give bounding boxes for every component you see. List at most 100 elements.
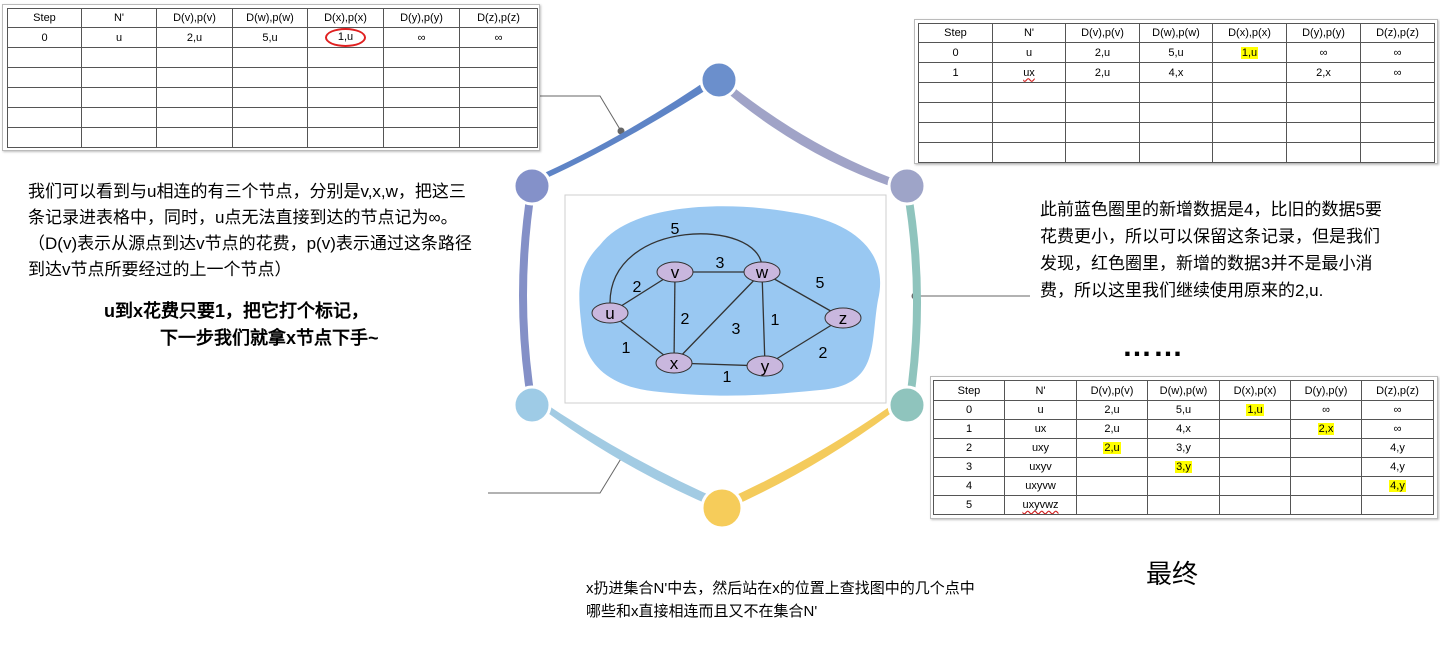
edge-w-y bbox=[761, 271, 766, 367]
edge-v-x bbox=[673, 271, 676, 364]
left-bold-line-1: u到x花费只要1，把它打个标记， bbox=[104, 301, 370, 321]
ellipsis: …… bbox=[1122, 330, 1184, 363]
table-cell: ∞ bbox=[1361, 419, 1434, 439]
table-row: 5 uxyvwz bbox=[933, 495, 1434, 515]
table-row bbox=[918, 122, 1435, 143]
router-x: x bbox=[655, 352, 693, 374]
right-note: 此前蓝色圈里的新增数据是4，比旧的数据5要花费更小，所以可以保留这条记录，但是我… bbox=[1040, 196, 1390, 304]
table-step0-frame: Step N' D(v),p(v) D(w),p(w) D(x),p(x) D(… bbox=[2, 4, 540, 151]
col-header: D(x),p(x) bbox=[1219, 380, 1291, 401]
cost-label-w-z: 5 bbox=[816, 275, 825, 292]
hex-node-upper-right bbox=[887, 166, 927, 206]
table-final: Step N' D(v),p(v) D(w),p(w) D(x),p(x) D(… bbox=[933, 380, 1434, 515]
table-cell bbox=[1212, 62, 1287, 83]
cost-label-u-v: 2 bbox=[633, 279, 642, 296]
hex-node-lower-right bbox=[887, 385, 927, 425]
col-header: N' bbox=[1004, 380, 1077, 401]
hex-edge-bottom-right bbox=[721, 398, 906, 510]
col-header: D(v),p(v) bbox=[1076, 380, 1148, 401]
table-cell bbox=[1219, 495, 1291, 515]
table-row bbox=[7, 87, 538, 108]
table-cell bbox=[1147, 495, 1220, 515]
table-cell bbox=[1290, 495, 1362, 515]
table-cell bbox=[1290, 457, 1362, 477]
cost-label-v-x: 2 bbox=[681, 311, 690, 328]
edge-x-w bbox=[673, 271, 763, 364]
highlighted-value: 1,u bbox=[1246, 404, 1264, 416]
table-row: 1 ux 2,u 4,x 2,x ∞ bbox=[933, 419, 1434, 439]
table-cell: 4,y bbox=[1361, 457, 1434, 477]
col-header: N' bbox=[81, 8, 157, 28]
table-cell bbox=[1290, 476, 1362, 496]
table-row: 1 ux 2,u 4,x 2,x ∞ bbox=[918, 62, 1435, 83]
wavy-underlined-value: ux bbox=[1023, 66, 1035, 79]
table-cell: ux bbox=[992, 62, 1066, 83]
table-cell bbox=[1076, 495, 1148, 515]
table-cell: uxyv bbox=[1004, 457, 1077, 477]
table-cell: 3 bbox=[933, 457, 1005, 477]
cost-label-v-w: 3 bbox=[716, 255, 725, 272]
col-header: N' bbox=[992, 23, 1066, 43]
table-cell: 1 bbox=[933, 419, 1005, 439]
table-cell: 1,u bbox=[307, 27, 384, 48]
col-header: D(z),p(z) bbox=[1360, 23, 1435, 43]
table-cell: 2,x bbox=[1286, 62, 1361, 83]
table-row: 3 uxyv 3,y 4,y bbox=[933, 457, 1434, 477]
table-cell bbox=[1147, 476, 1220, 496]
svg-text:y: y bbox=[761, 357, 770, 376]
table-cell: u bbox=[992, 42, 1066, 63]
table-step0: Step N' D(v),p(v) D(w),p(w) D(x),p(x) D(… bbox=[7, 8, 538, 148]
table-cell: 5,u bbox=[1139, 42, 1213, 63]
router-w: w bbox=[743, 261, 781, 283]
table-cell: uxyvwz bbox=[1004, 495, 1077, 515]
table-step1: Step N' D(v),p(v) D(w),p(w) D(x),p(x) D(… bbox=[918, 23, 1435, 163]
table-cell: 2,x bbox=[1290, 419, 1362, 439]
hex-node-lower-left bbox=[512, 385, 552, 425]
col-header: Step bbox=[7, 8, 82, 28]
table-cell: 4,y bbox=[1361, 476, 1434, 496]
table-cell bbox=[1219, 457, 1291, 477]
table-row: 0 u 2,u 5,u 1,u ∞ ∞ bbox=[7, 27, 538, 48]
svg-text:v: v bbox=[671, 263, 680, 282]
table-cell: ∞ bbox=[1360, 62, 1435, 83]
col-header: D(z),p(z) bbox=[1361, 380, 1434, 401]
table-cell: 3,y bbox=[1147, 457, 1220, 477]
col-header: D(v),p(v) bbox=[156, 8, 233, 28]
highlighted-value: 2,x bbox=[1317, 423, 1335, 435]
col-header: D(x),p(x) bbox=[1212, 23, 1287, 43]
table-row bbox=[918, 82, 1435, 103]
table-cell: ∞ bbox=[383, 27, 460, 48]
hex-node-bottom bbox=[700, 486, 744, 530]
table-row bbox=[7, 127, 538, 148]
table-row bbox=[7, 67, 538, 88]
table-cell bbox=[1076, 476, 1148, 496]
table-cell: 2,u bbox=[1076, 400, 1148, 420]
hex-node-upper-left bbox=[512, 166, 552, 206]
left-bold-line-2: 下一步我们就拿x节点下手~ bbox=[160, 328, 379, 348]
hex-edge-top-left bbox=[531, 74, 719, 185]
table-cell: 5 bbox=[933, 495, 1005, 515]
table-row bbox=[7, 107, 538, 128]
table-row: 2 uxy 2,u 3,y 4,y bbox=[933, 438, 1434, 458]
svg-text:z: z bbox=[839, 309, 848, 328]
table-cell bbox=[1290, 438, 1362, 458]
table-cell: uxy bbox=[1004, 438, 1077, 458]
hex-edge-bottom-left bbox=[533, 398, 725, 510]
table-row: 0 u 2,u 5,u 1,u ∞ ∞ bbox=[918, 42, 1435, 63]
final-label: 最终 bbox=[1146, 559, 1199, 589]
table-cell bbox=[1219, 476, 1291, 496]
connector-top-left bbox=[540, 95, 622, 132]
col-header: Step bbox=[918, 23, 993, 43]
graph-cloud bbox=[579, 206, 881, 396]
table-cell bbox=[1076, 457, 1148, 477]
wavy-underlined-value: uxyvwz bbox=[1022, 499, 1059, 511]
table-cell bbox=[1219, 438, 1291, 458]
table-cell: 2,u bbox=[156, 27, 233, 48]
col-header: D(w),p(w) bbox=[1139, 23, 1213, 43]
table-cell: 4 bbox=[933, 476, 1005, 496]
table-cell: 2,u bbox=[1065, 42, 1140, 63]
table-cell: 0 bbox=[933, 400, 1005, 420]
connector-bottom-left bbox=[488, 456, 623, 494]
svg-text:w: w bbox=[755, 263, 769, 282]
col-header: Step bbox=[933, 380, 1005, 401]
